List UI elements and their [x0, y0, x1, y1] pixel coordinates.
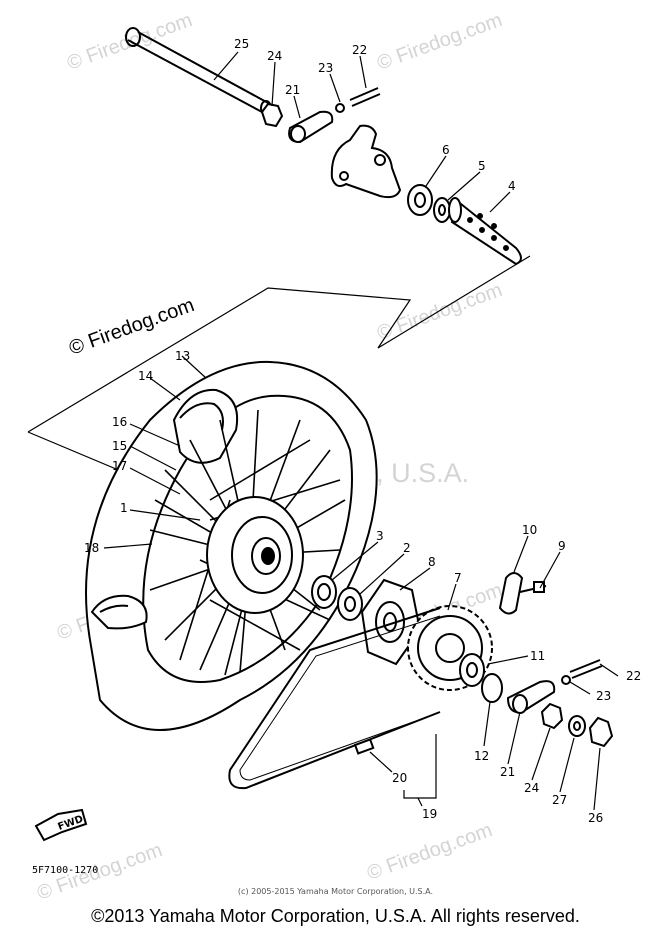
part-label-1: 1	[120, 501, 128, 515]
sprocket-hub	[360, 578, 422, 666]
part-label-6: 6	[442, 143, 450, 157]
part-label-26: 26	[588, 811, 603, 825]
bearing-upper	[407, 184, 433, 216]
part-label-23b: 23	[596, 689, 611, 703]
part-label-4: 4	[508, 179, 516, 193]
bracket-hole	[339, 171, 349, 181]
bracket-hole	[374, 154, 386, 166]
part-label-25: 25	[234, 37, 249, 51]
oil-seal-upper	[433, 197, 451, 223]
part-label-21b: 21	[500, 765, 515, 779]
part-label-24: 24	[267, 49, 282, 63]
watermark-text: © Firedog.com	[364, 819, 495, 885]
part-label-14: 14	[138, 369, 153, 383]
part-label-20: 20	[392, 771, 407, 785]
part-label-22b: 22	[626, 669, 641, 683]
plate-bolt	[519, 581, 547, 593]
copyright-notice: ©2013 Yamaha Motor Corporation, U.S.A. A…	[91, 906, 580, 926]
part-label-13: 13	[175, 349, 190, 363]
part-label-12: 12	[474, 749, 489, 763]
tube-end	[90, 594, 148, 630]
axle	[125, 27, 272, 116]
watermark-text: © Firedog.com	[374, 9, 505, 75]
part-label-18: 18	[84, 541, 99, 555]
part-label-9: 9	[558, 539, 566, 553]
adjuster-bolt	[335, 87, 381, 113]
part-label-10: 10	[522, 523, 537, 537]
tube-section	[172, 388, 238, 464]
part-label-3: 3	[376, 529, 384, 543]
leader-lines	[103, 51, 619, 811]
axle-nut	[260, 102, 284, 128]
part-label-24b: 24	[524, 781, 539, 795]
part-label-16: 16	[112, 415, 127, 429]
drawing-code: 5F7100-1270	[32, 865, 99, 876]
chain-adjuster-right	[506, 680, 556, 714]
copyright-small: (c) 2005-2015 Yamaha Motor Corporation, …	[237, 887, 434, 896]
part-label-5: 5	[478, 159, 486, 173]
chain-adjuster-left	[288, 110, 334, 144]
right-collar	[459, 653, 485, 687]
part-label-15: 15	[112, 439, 127, 453]
brake-bracket	[330, 124, 402, 199]
chain-joint	[353, 738, 375, 755]
oil-seal-hub	[337, 587, 363, 621]
watermark-text: © Firedog.com	[374, 279, 505, 345]
part-label-27: 27	[552, 793, 567, 807]
drive-chain	[228, 607, 441, 790]
part-label-7: 7	[454, 571, 462, 585]
washer	[568, 715, 586, 737]
part-labels: 25 24 22 23 21 6 5 4 13 14 16 15 17 1 18…	[84, 37, 641, 825]
collar	[448, 197, 522, 266]
part-label-19: 19	[422, 807, 437, 821]
part-label-17: 17	[112, 459, 127, 473]
fwd-arrow-icon	[34, 808, 88, 842]
adjuster-bolt-right	[561, 659, 603, 685]
bearing-hub	[311, 575, 337, 609]
part-label-23: 23	[318, 61, 333, 75]
part-label-21: 21	[285, 83, 300, 97]
wheel-hub	[206, 496, 304, 614]
chain-puller	[481, 673, 503, 703]
part-label-2: 2	[403, 541, 411, 555]
adjuster-plate	[498, 572, 524, 615]
axle-nut-right	[540, 702, 564, 730]
part-label-8: 8	[428, 555, 436, 569]
part-label-22: 22	[352, 43, 367, 57]
cap-nut	[588, 716, 614, 748]
part-label-11: 11	[530, 649, 545, 663]
